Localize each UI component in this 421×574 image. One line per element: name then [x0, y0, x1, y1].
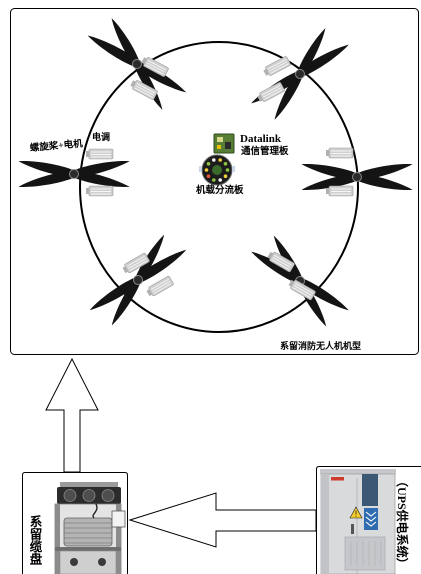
esc-module: [85, 185, 114, 197]
board-component: [206, 174, 211, 178]
chip: [217, 145, 221, 149]
board-component: [212, 178, 216, 182]
airframe-ring: [79, 41, 359, 333]
door-handle: [351, 524, 354, 534]
control-box: [111, 510, 126, 528]
chip: [225, 142, 231, 149]
frame-post: [116, 504, 121, 574]
chevron-down-icon: [365, 511, 377, 527]
cable-windings: [64, 522, 112, 544]
frame-crossbar: [55, 547, 121, 551]
tether-reel-image: [54, 482, 126, 574]
esc-module: [325, 147, 354, 159]
vent-panel: [344, 536, 386, 571]
cable-drum: [63, 517, 113, 547]
board-component: [223, 162, 228, 166]
board-component: [204, 168, 209, 172]
reel-base: [59, 550, 117, 574]
board-component: [218, 158, 222, 162]
propeller-motor-top-right: [248, 25, 352, 123]
frame-post: [55, 504, 60, 574]
vent-slats: [350, 541, 382, 566]
motor-hub: [132, 59, 142, 69]
propeller-motor-top-left: [85, 15, 189, 113]
chip: [217, 137, 223, 142]
ups-cabinet-image: [320, 469, 396, 574]
arrow-up-to-drone: [45, 357, 99, 473]
esc-module: [85, 148, 114, 160]
reel-top-rail: [60, 482, 118, 487]
reel-knob: [98, 558, 106, 566]
propeller-motor-left: [17, 156, 131, 192]
board-connector: [199, 166, 202, 172]
shunt-board-label: 机载分流板: [196, 186, 244, 196]
motor-hub: [69, 169, 79, 179]
board-connector: [232, 166, 235, 172]
fan-icon: [63, 489, 77, 502]
model-title: 系留消防无人机机型: [280, 341, 362, 351]
propeller-motor-right: [300, 159, 414, 195]
board-component: [218, 178, 222, 182]
esc-label: 电调: [92, 132, 111, 142]
ups-label: （UPS供电系统）: [395, 475, 409, 570]
tether-cable: [92, 503, 98, 519]
board-center: [212, 165, 222, 175]
datalink-board: [213, 133, 235, 154]
board-component: [206, 162, 211, 166]
fan-icon: [101, 489, 115, 502]
motor-hub: [295, 69, 305, 79]
board-component: [225, 168, 230, 172]
fan-icon: [82, 489, 96, 502]
cabinet-side-shade: [321, 474, 329, 574]
cabinet-top-cap: [320, 469, 396, 474]
board-component: [212, 158, 216, 162]
reel-knob: [70, 558, 78, 566]
shunt-board: [199, 154, 235, 186]
tether-reel-label: 系留缆盘: [27, 515, 42, 565]
esc-module: [325, 185, 354, 197]
comm-board-label: 通信管理板: [241, 147, 289, 157]
datalink-label: Datalink: [240, 133, 281, 145]
arrow-left-to-reel: [128, 492, 317, 548]
board-component: [223, 174, 228, 178]
motor-hub: [133, 275, 143, 285]
motor-hub: [352, 172, 362, 182]
brand-logo: [331, 477, 344, 481]
propeller-motor-bottom-left: [87, 232, 189, 328]
cabinet-display-strip: [362, 474, 378, 506]
